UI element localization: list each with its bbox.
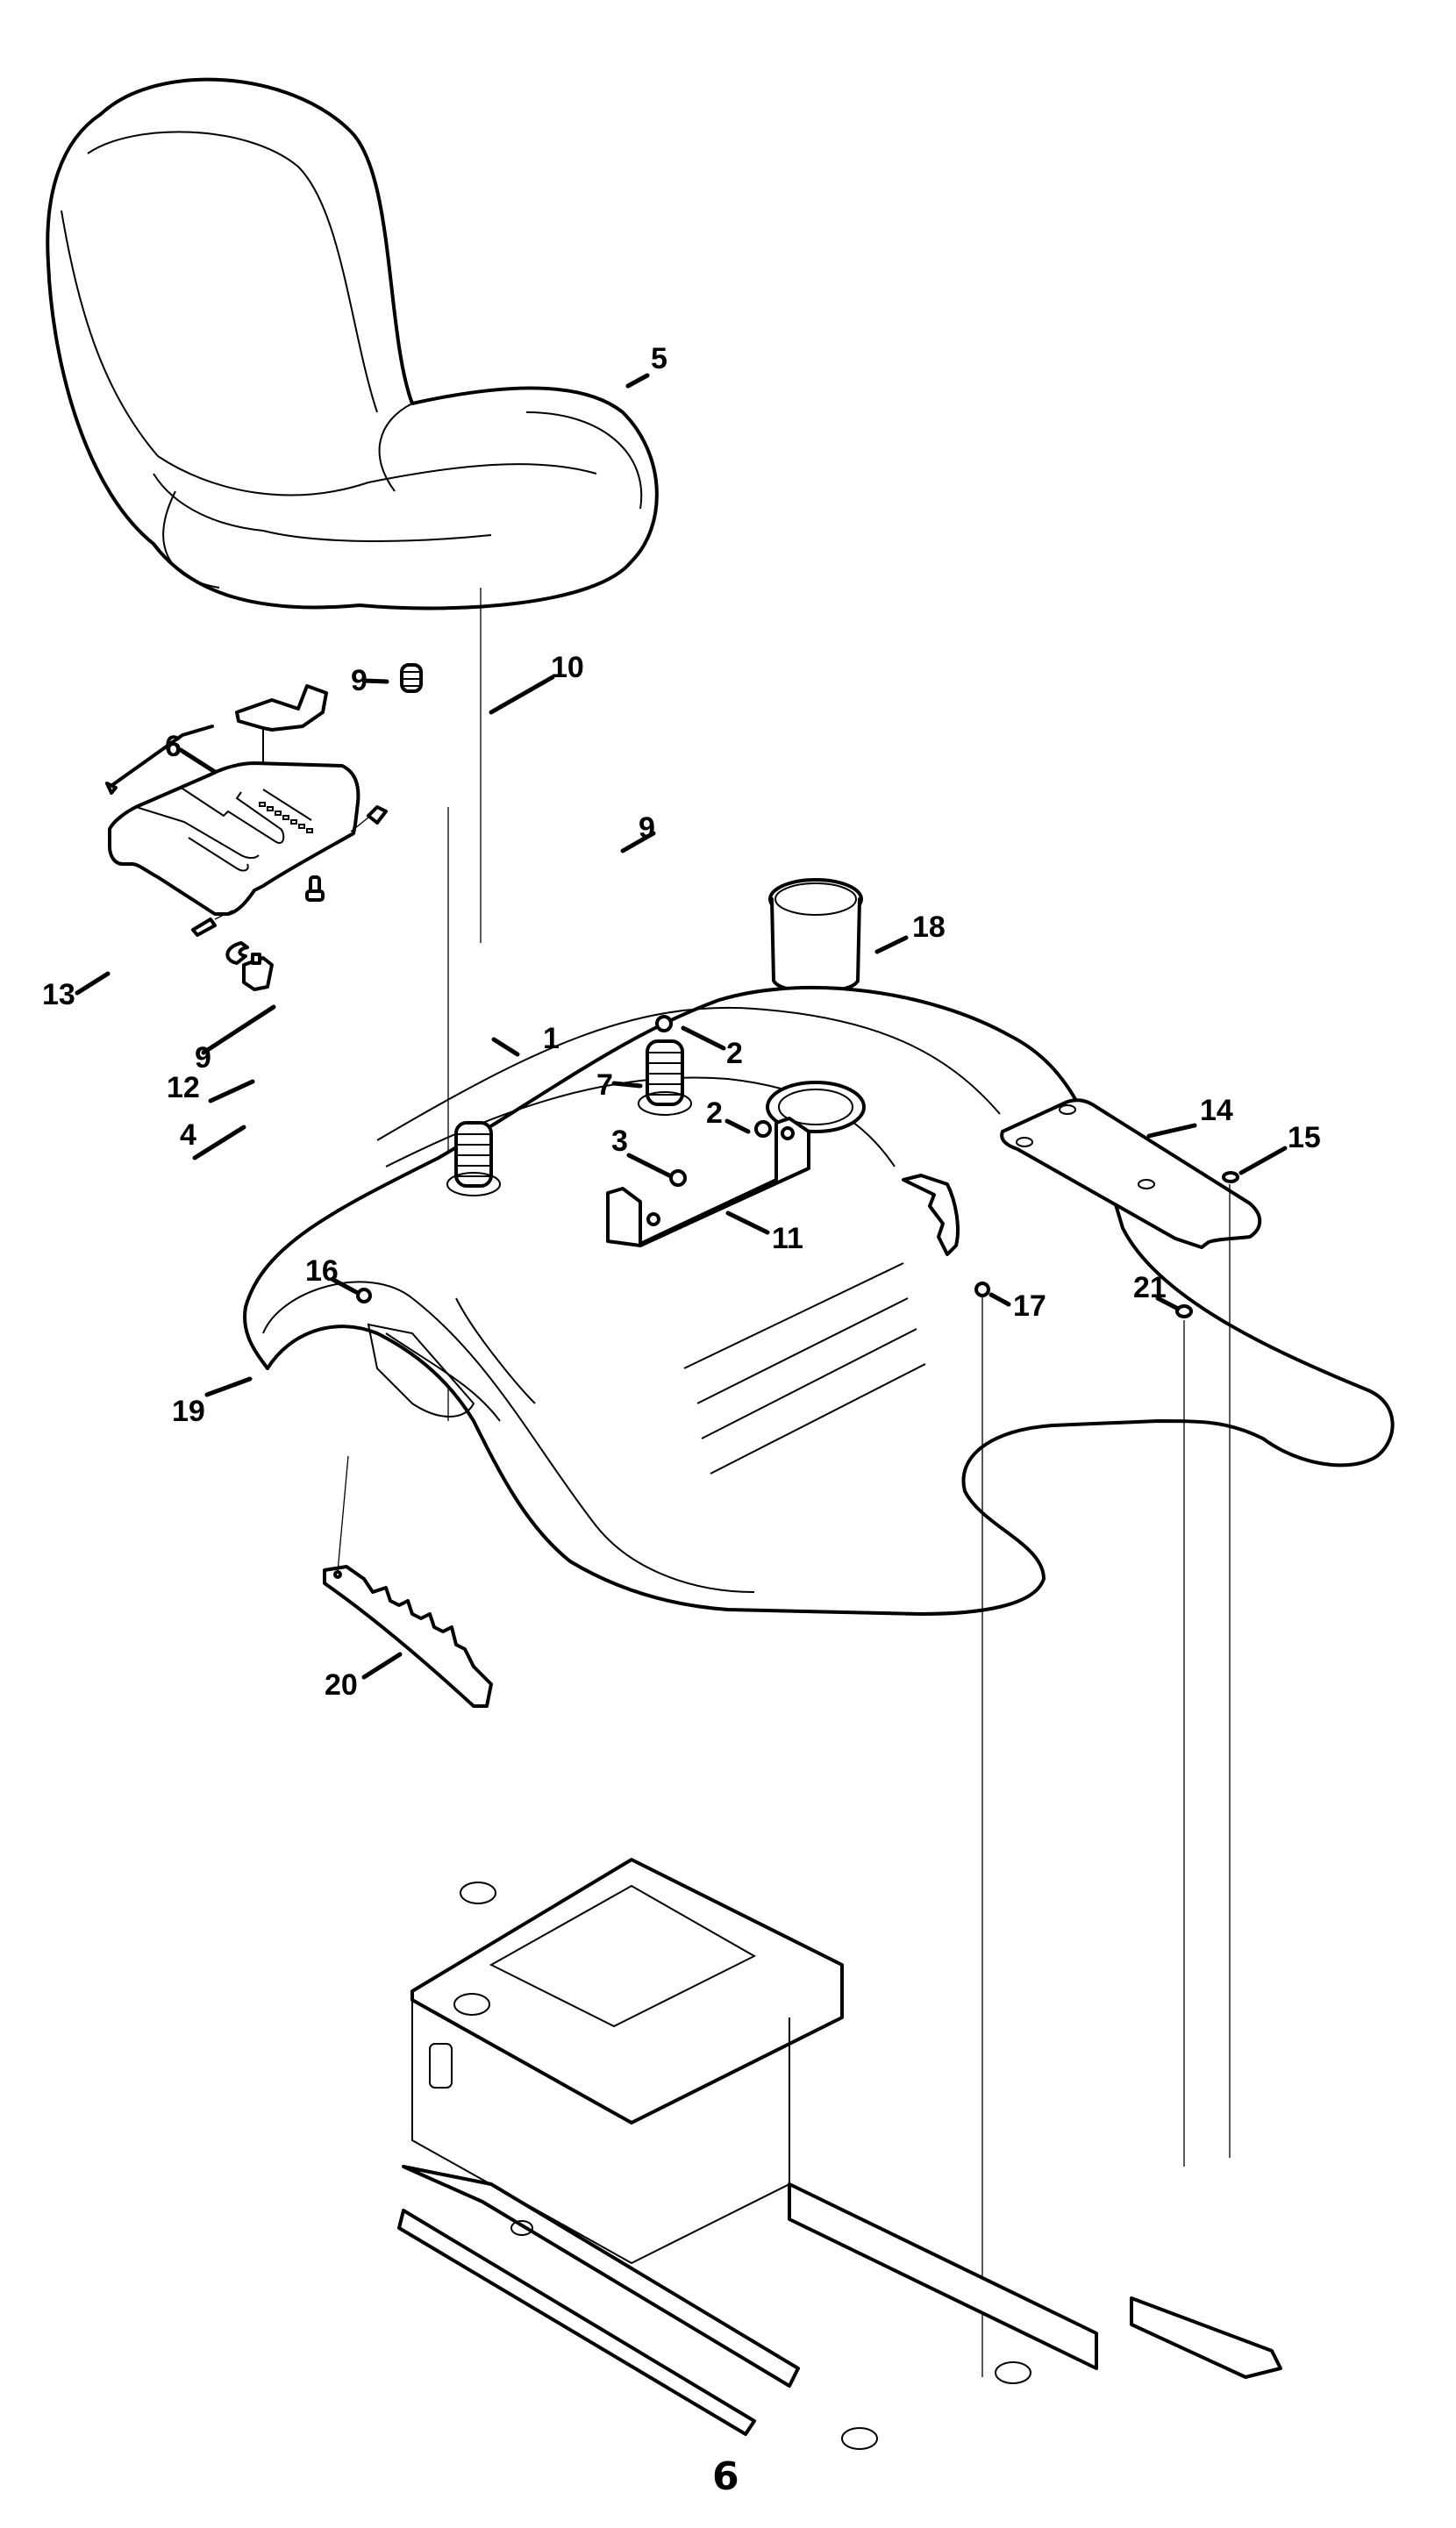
leader-17 — [989, 1292, 1011, 1307]
leader-18 — [874, 935, 909, 954]
callout-7: 7 — [596, 1068, 613, 1102]
cup-holder-18[interactable] — [768, 878, 863, 994]
callouts: 5 10 9 6 9 13 1 9 12 4 18 2 2 7 3 11 14 … — [42, 342, 1321, 1702]
leader-lines — [75, 373, 1288, 1680]
leader-9-right — [620, 831, 656, 853]
spring-7-front[interactable] — [446, 1121, 501, 1196]
callout-4: 4 — [180, 1118, 196, 1152]
callout-9-left: 9 — [195, 1041, 211, 1075]
leader-15 — [1238, 1146, 1288, 1175]
leader-8 — [361, 678, 389, 684]
leader-5 — [625, 373, 650, 389]
callout-11: 11 — [772, 1222, 803, 1255]
leader-3 — [626, 1153, 672, 1178]
page-number: 6 — [712, 2454, 739, 2499]
leader-13 — [75, 971, 111, 996]
push-rivet-15[interactable] — [1222, 1171, 1239, 1183]
callout-2-lower: 2 — [706, 1096, 723, 1130]
spring-7-rear[interactable] — [638, 1039, 692, 1116]
seat-mount-bracket-11[interactable] — [606, 1117, 810, 1247]
adjust-slots — [259, 802, 313, 833]
callout-14: 14 — [1200, 1094, 1233, 1127]
callout-17: 17 — [1013, 1289, 1046, 1323]
callout-21: 21 — [1133, 1271, 1167, 1304]
callout-16: 16 — [305, 1254, 339, 1288]
bolt-1[interactable] — [305, 875, 325, 902]
leader-6 — [178, 747, 218, 775]
push-rivet-21[interactable] — [1175, 1304, 1193, 1318]
seat[interactable] — [46, 77, 659, 611]
callout-2-upper: 2 — [726, 1037, 743, 1070]
callout-1: 1 — [543, 1022, 560, 1055]
leader-12 — [208, 1079, 255, 1103]
leader-11 — [725, 1210, 770, 1235]
screw-2-upper[interactable] — [655, 1015, 673, 1032]
callout-5: 5 — [651, 342, 667, 375]
screw-2-lower[interactable] — [754, 1120, 772, 1138]
callout-13: 13 — [42, 978, 75, 1011]
fender-19[interactable] — [243, 985, 1395, 1616]
footrest-plate-14[interactable] — [1000, 1098, 1262, 1249]
chassis-frame — [397, 1858, 1282, 2450]
screw-17[interactable] — [974, 1282, 990, 1297]
leader-2-lower — [724, 1118, 751, 1134]
leader-9-left — [201, 1004, 276, 1055]
leader-7 — [611, 1081, 643, 1089]
nut-3[interactable] — [669, 1169, 687, 1187]
leader-1 — [491, 1037, 520, 1057]
leader-4 — [192, 1125, 246, 1160]
callout-10: 10 — [551, 651, 584, 684]
spring-small-8[interactable] — [400, 663, 423, 693]
leader-10 — [489, 675, 555, 715]
shoulder-bolt-9-left[interactable] — [191, 910, 233, 937]
callout-18: 18 — [912, 911, 946, 944]
seat-pan-13[interactable] — [108, 761, 360, 916]
callout-8: 9 — [351, 664, 368, 697]
callout-20: 20 — [325, 1668, 358, 1702]
callout-19: 19 — [172, 1395, 205, 1428]
callout-6: 6 — [165, 730, 182, 763]
leader-14 — [1146, 1123, 1197, 1139]
seat-switch-4[interactable] — [242, 953, 274, 991]
floor-ribs — [683, 1262, 926, 1475]
wire-rod-6[interactable] — [105, 725, 214, 795]
leader-2-upper — [681, 1025, 726, 1051]
callout-3: 3 — [611, 1125, 628, 1158]
leader-21 — [1155, 1296, 1181, 1311]
callout-12: 12 — [167, 1071, 200, 1104]
leader-16 — [331, 1277, 359, 1295]
leader-19 — [204, 1376, 253, 1397]
seat-pan-bracket-10[interactable] — [235, 684, 328, 763]
callout-15: 15 — [1288, 1121, 1321, 1154]
leader-20 — [361, 1652, 403, 1680]
screw-16[interactable] — [356, 1288, 372, 1303]
shoulder-bolt-9-right[interactable] — [350, 805, 388, 832]
callout-9-right: 9 — [639, 811, 655, 845]
clip-12[interactable] — [225, 941, 249, 965]
